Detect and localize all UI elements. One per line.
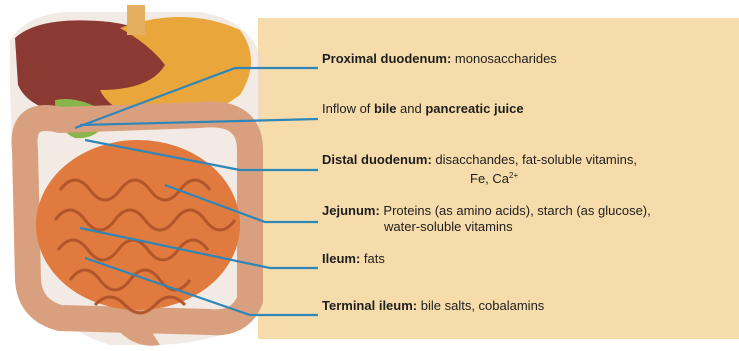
label-text: monosaccharides	[451, 51, 557, 66]
label-term: bile	[374, 101, 396, 116]
label-term: Jejunum:	[322, 203, 380, 218]
label-terminal-ileum: Terminal ileum: bile salts, cobalamins	[322, 298, 544, 313]
label-text: and	[396, 101, 425, 116]
label-text: disacchandes, fat-soluble vitamins,	[432, 152, 637, 167]
superscript: 2+	[509, 171, 518, 180]
label-proximal-duodenum: Proximal duodenum: monosaccharides	[322, 51, 557, 66]
label-jejunum: Jejunum: Proteins (as amino acids), star…	[322, 203, 651, 218]
label-bile-inflow: Inflow of bile and pancreatic juice	[322, 101, 524, 116]
label-distal-duodenum: Distal duodenum: disacchandes, fat-solub…	[322, 152, 637, 167]
label-text: fats	[360, 251, 385, 266]
label-text: bile salts, cobalamins	[417, 298, 544, 313]
label-term: Distal duodenum:	[322, 152, 432, 167]
label-distal-duodenum-cont: Fe, Ca2+	[470, 168, 518, 186]
label-text: Proteins (as amino acids), starch (as gl…	[380, 203, 651, 218]
label-text: Inflow of	[322, 101, 374, 116]
esophagus	[127, 5, 145, 35]
label-term: Proximal duodenum:	[322, 51, 451, 66]
label-ileum: Ileum: fats	[322, 251, 385, 266]
label-term: Terminal ileum:	[322, 298, 417, 313]
label-text: water-soluble vitamins	[384, 219, 513, 234]
label-term: Ileum:	[322, 251, 360, 266]
label-term: pancreatic juice	[425, 101, 523, 116]
label-jejunum-cont: water-soluble vitamins	[384, 219, 513, 234]
label-text: Fe, Ca	[470, 171, 509, 186]
